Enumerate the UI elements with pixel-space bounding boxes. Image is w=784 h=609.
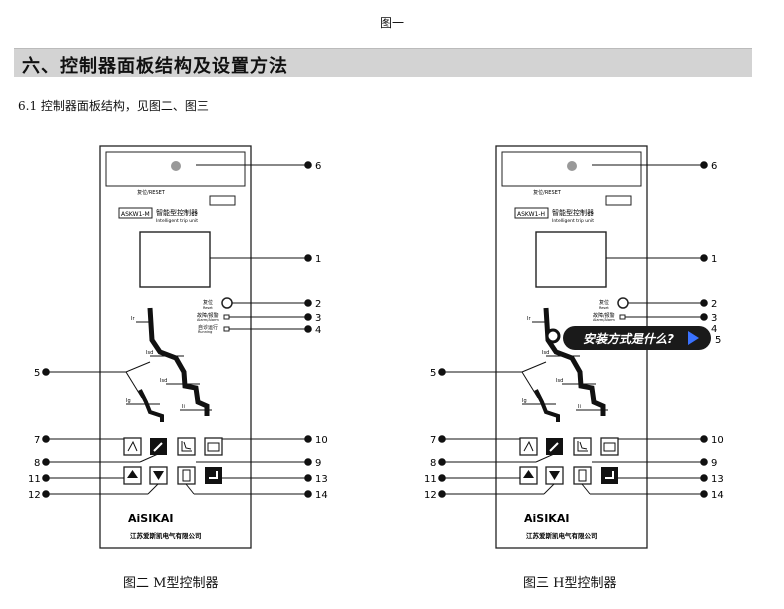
svg-text:江苏爱斯凯电气有限公司: 江苏爱斯凯电气有限公司 bbox=[526, 531, 598, 540]
svg-text:1: 1 bbox=[315, 254, 321, 265]
section-heading: 六、控制器面板结构及设置方法 bbox=[22, 56, 288, 77]
svg-text:Ii: Ii bbox=[182, 404, 185, 410]
gear-reset-icon[interactable] bbox=[617, 297, 629, 309]
door-icon bbox=[182, 469, 191, 482]
svg-text:Ii: Ii bbox=[578, 404, 581, 410]
enter-icon bbox=[209, 471, 218, 479]
mail-icon bbox=[603, 442, 616, 452]
svg-text:1: 1 bbox=[711, 254, 717, 265]
svg-text:Isd: Isd bbox=[542, 350, 549, 356]
svg-text:故障/报警: 故障/报警 bbox=[197, 312, 219, 319]
svg-text:Ig: Ig bbox=[126, 398, 131, 404]
svg-text:Alarm/Alarm: Alarm/Alarm bbox=[197, 318, 219, 322]
svg-text:5: 5 bbox=[430, 368, 436, 379]
svg-text:13: 13 bbox=[315, 474, 328, 485]
svg-text:故障/报警: 故障/报警 bbox=[593, 312, 615, 319]
company-name: 江苏爱斯凯电气有限公司 bbox=[130, 531, 202, 540]
indicator-lamp-icon bbox=[567, 161, 577, 171]
reset-label: 复位/RESET bbox=[137, 189, 166, 196]
meter-icon bbox=[127, 440, 138, 452]
svg-text:6: 6 bbox=[315, 161, 321, 172]
section-text: 6.1 控制器面板结构，见图二、图三 bbox=[18, 99, 209, 113]
svg-text:Running: Running bbox=[198, 330, 212, 334]
svg-text:AiSIKAI: AiSIKAI bbox=[524, 512, 569, 525]
panel-h-figure: 复位/RESET ASKW1-H 智能型控制器 Intelligent trip… bbox=[424, 145, 724, 549]
svg-text:13: 13 bbox=[711, 474, 724, 485]
svg-text:3: 3 bbox=[315, 313, 321, 324]
svg-text:Isd: Isd bbox=[160, 378, 167, 384]
svg-text:8: 8 bbox=[34, 458, 40, 469]
svg-text:复位: 复位 bbox=[203, 299, 213, 306]
panel-m-figure: 复位/RESET ASKW1-M 智能型控制器 Intelligent trip… bbox=[28, 145, 328, 549]
wrench-icon bbox=[549, 442, 559, 452]
up-arrow-icon bbox=[127, 470, 138, 478]
svg-text:3: 3 bbox=[711, 313, 717, 324]
svg-text:9: 9 bbox=[315, 458, 321, 469]
svg-text:2: 2 bbox=[711, 299, 717, 310]
svg-text:Ig: Ig bbox=[522, 398, 527, 404]
svg-text:5: 5 bbox=[715, 335, 721, 346]
svg-text:复位: 复位 bbox=[599, 299, 609, 306]
down-arrow-icon bbox=[549, 471, 560, 480]
svg-text:4: 4 bbox=[711, 324, 717, 335]
model-label: ASKW1-M bbox=[121, 211, 150, 218]
svg-text:智能型控制器: 智能型控制器 bbox=[552, 208, 594, 217]
svg-text:Isd: Isd bbox=[556, 378, 563, 384]
svg-text:4: 4 bbox=[315, 325, 321, 336]
svg-text:8: 8 bbox=[430, 458, 436, 469]
svg-text:12: 12 bbox=[424, 490, 437, 501]
caption-h: 图三 H型控制器 bbox=[523, 576, 617, 591]
tooltip-text: 安装方式是什么? bbox=[583, 332, 674, 346]
mail-icon bbox=[207, 442, 220, 452]
indicator-lamp-icon bbox=[171, 161, 181, 171]
svg-text:复位/RESET: 复位/RESET bbox=[533, 189, 562, 196]
lcd-display bbox=[535, 231, 607, 288]
svg-text:6: 6 bbox=[711, 161, 717, 172]
svg-text:7: 7 bbox=[430, 435, 436, 446]
name-en: Intelligent trip unit bbox=[156, 218, 198, 224]
name-cn: 智能型控制器 bbox=[156, 208, 198, 217]
svg-text:Intelligent trip unit: Intelligent trip unit bbox=[552, 218, 594, 224]
door-icon bbox=[578, 469, 587, 482]
svg-text:7: 7 bbox=[34, 435, 40, 446]
trip-curve bbox=[126, 307, 212, 422]
meter-icon bbox=[523, 440, 534, 452]
svg-text:Reset: Reset bbox=[599, 306, 609, 310]
section-heading-bar: 六、控制器面板结构及设置方法 bbox=[14, 48, 752, 77]
install-question-tooltip[interactable]: 安装方式是什么? bbox=[563, 326, 711, 350]
svg-text:Alarm/Alarm: Alarm/Alarm bbox=[593, 318, 615, 322]
callouts-m bbox=[42, 161, 312, 498]
svg-text:11: 11 bbox=[424, 474, 437, 485]
up-arrow-icon bbox=[523, 470, 534, 478]
model-label: ASKW1-H bbox=[517, 211, 545, 218]
panel-m: 复位/RESET ASKW1-M 智能型控制器 Intelligent trip… bbox=[99, 145, 252, 549]
svg-text:9: 9 bbox=[711, 458, 717, 469]
svg-text:5: 5 bbox=[34, 368, 40, 379]
lcd-display bbox=[139, 231, 211, 288]
svg-text:Ir: Ir bbox=[131, 316, 135, 322]
curve-icon bbox=[577, 441, 588, 452]
svg-text:11: 11 bbox=[28, 474, 41, 485]
svg-text:Ir: Ir bbox=[527, 316, 531, 322]
svg-text:10: 10 bbox=[711, 435, 724, 446]
callouts-h bbox=[438, 161, 708, 498]
svg-text:14: 14 bbox=[711, 490, 724, 501]
caption-m: 图二 M型控制器 bbox=[123, 576, 219, 591]
svg-text:Reset: Reset bbox=[203, 306, 213, 310]
svg-text:2: 2 bbox=[315, 299, 321, 310]
play-arrow-icon bbox=[688, 331, 699, 345]
svg-text:12: 12 bbox=[28, 490, 41, 501]
svg-text:Isd: Isd bbox=[146, 350, 153, 356]
brand-logo: AiSIKAI bbox=[128, 512, 173, 525]
svg-text:10: 10 bbox=[315, 435, 328, 446]
wrench-icon bbox=[153, 442, 163, 452]
svg-text:自诊运行: 自诊运行 bbox=[198, 324, 218, 331]
curve-icon bbox=[181, 441, 192, 452]
enter-icon bbox=[605, 471, 614, 479]
svg-text:14: 14 bbox=[315, 490, 328, 501]
figure-top-label: 图一 bbox=[379, 16, 404, 30]
down-arrow-icon bbox=[153, 471, 164, 480]
